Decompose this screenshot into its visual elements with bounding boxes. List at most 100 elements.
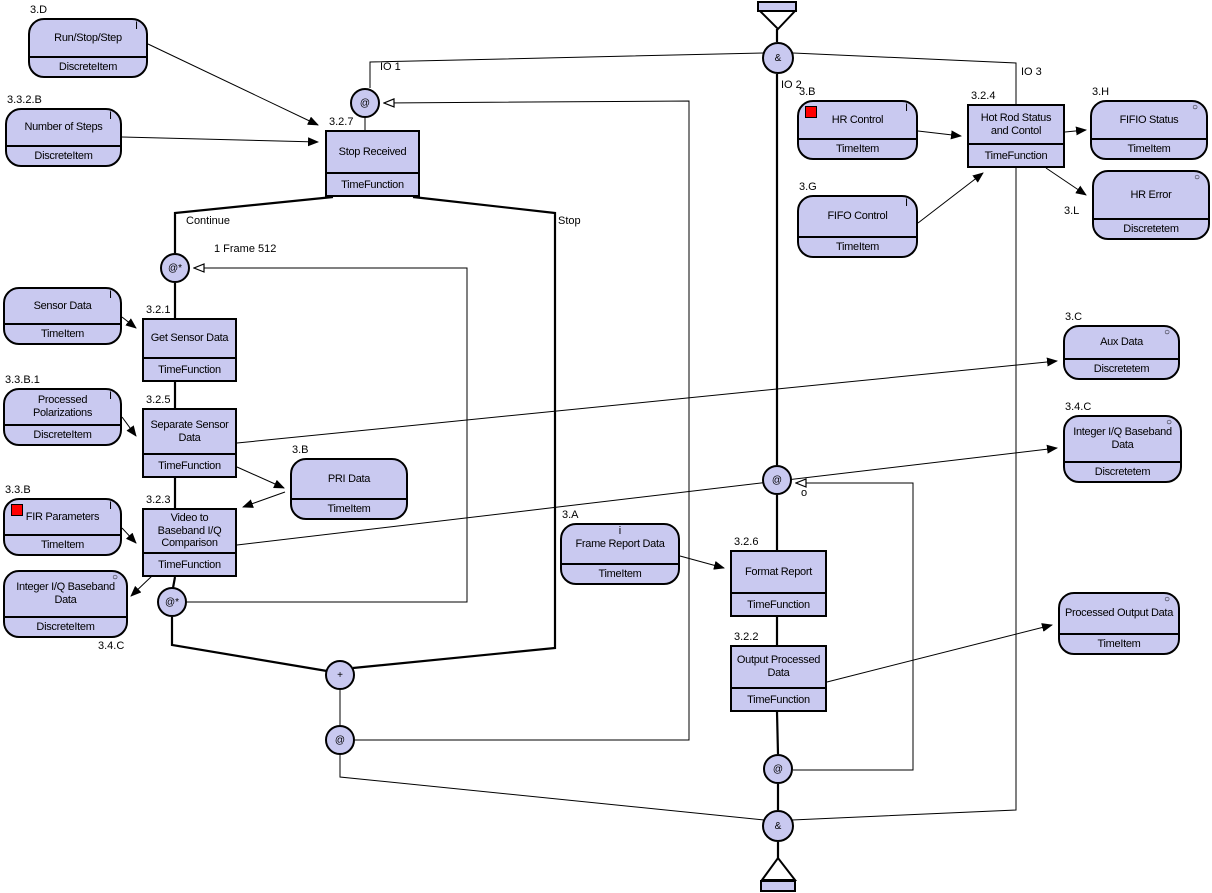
data-arrow [236, 466, 285, 489]
data-arrow [130, 574, 154, 597]
item-number-label: 3.D [30, 4, 48, 16]
function-name: Get Sensor Data [150, 332, 229, 345]
top-terminator-bar[interactable] [757, 1, 797, 12]
function-type-label: TimeFunction [969, 143, 1063, 166]
input-marker: i [618, 525, 622, 537]
and-node-top[interactable]: & [762, 42, 794, 74]
data-flow-arrows [121, 43, 1087, 683]
function-number-label: 3.2.6 [734, 536, 759, 548]
label-exit-o: o [801, 487, 808, 499]
io1-branch-line [369, 52, 764, 88]
loop-node-bottom[interactable]: @* [157, 587, 187, 617]
data-arrow [121, 316, 137, 329]
item-name: FIFO Control [827, 210, 888, 223]
output-marker: ○ [1193, 172, 1200, 183]
control-flow-lines [170, 29, 780, 858]
top-terminator-triangle[interactable] [757, 10, 798, 31]
stop-branch-line [352, 195, 557, 670]
and-node-bottom[interactable]: & [762, 810, 794, 842]
input-marker: I [108, 110, 112, 122]
item-type-label: Discretetem [1065, 358, 1178, 378]
input-marker: I [108, 289, 112, 301]
item-type-label: TimeItem [799, 138, 916, 158]
data-arrow [121, 136, 319, 147]
label-io1: IO 1 [380, 61, 401, 73]
item-number-label: 3.G [799, 181, 817, 193]
function-name: Hot Rod Status and Contol [980, 111, 1052, 137]
item-name: Integer I/Q Baseband Data [1073, 426, 1172, 451]
data-arrow [826, 623, 1053, 683]
loop-line [355, 101, 690, 741]
item-type-label: Discretetem [1065, 461, 1180, 481]
function-number-label: 3.2.5 [146, 394, 171, 406]
output-marker: ○ [1163, 594, 1170, 605]
plus-node[interactable]: + [325, 660, 355, 690]
item-type-label: DiscreteItem [5, 424, 120, 444]
iterate-node-io1[interactable]: @ [350, 88, 380, 118]
branch-lines [339, 52, 1017, 821]
item-number-label: 3.B [292, 444, 309, 456]
function-number-label: 3.2.4 [971, 90, 996, 102]
function-name: Separate Sensor Data [150, 418, 229, 444]
label-io2: IO 2 [781, 79, 802, 91]
item-name: Processed Polarizations [32, 394, 93, 419]
output-marker: ○ [111, 572, 118, 583]
function-type-label: TimeFunction [732, 592, 825, 615]
label-frame-512: 1 Frame 512 [214, 243, 277, 255]
bottom-terminator-triangle[interactable] [760, 856, 798, 881]
item-type-label: TimeItem [5, 534, 120, 554]
item-name: Number of Steps [24, 121, 103, 134]
item-type-label: TimeItem [292, 498, 406, 518]
data-arrow [242, 491, 286, 508]
function-type-label: TimeFunction [327, 172, 418, 195]
iterate-node-right[interactable]: @ [763, 754, 793, 784]
data-arrow [147, 43, 319, 126]
item-number-label: 3.3.2.B [7, 94, 42, 106]
function-type-label: TimeFunction [732, 687, 825, 710]
iterate-node-io2[interactable]: @ [762, 465, 792, 495]
connector-line [339, 755, 765, 821]
iterate-node-left[interactable]: @ [325, 725, 355, 755]
item-name: Aux Data [1100, 336, 1143, 349]
item-name: FIFIO Status [1119, 113, 1179, 126]
item-type-label: TimeItem [1092, 138, 1206, 158]
item-name: PRI Data [327, 472, 371, 485]
item-name: FIR Parameters [25, 510, 100, 523]
loop-node-top[interactable]: @* [160, 253, 190, 283]
item-type-label: DiscreteItem [7, 145, 120, 165]
function-name: Format Report [744, 565, 812, 578]
function-name: Video to Baseband I/Q Comparison [157, 512, 222, 550]
item-number-label: 3.H [1092, 86, 1110, 98]
function-type-label: TimeFunction [144, 357, 235, 380]
connector-line [170, 617, 328, 673]
data-arrow [917, 172, 984, 224]
item-number-label: 3.C [1065, 311, 1083, 323]
item-name: Run/Stop/Step [54, 31, 122, 44]
bottom-terminator-bar[interactable] [760, 880, 796, 892]
connector-line [775, 711, 780, 755]
input-marker: I [108, 390, 112, 402]
